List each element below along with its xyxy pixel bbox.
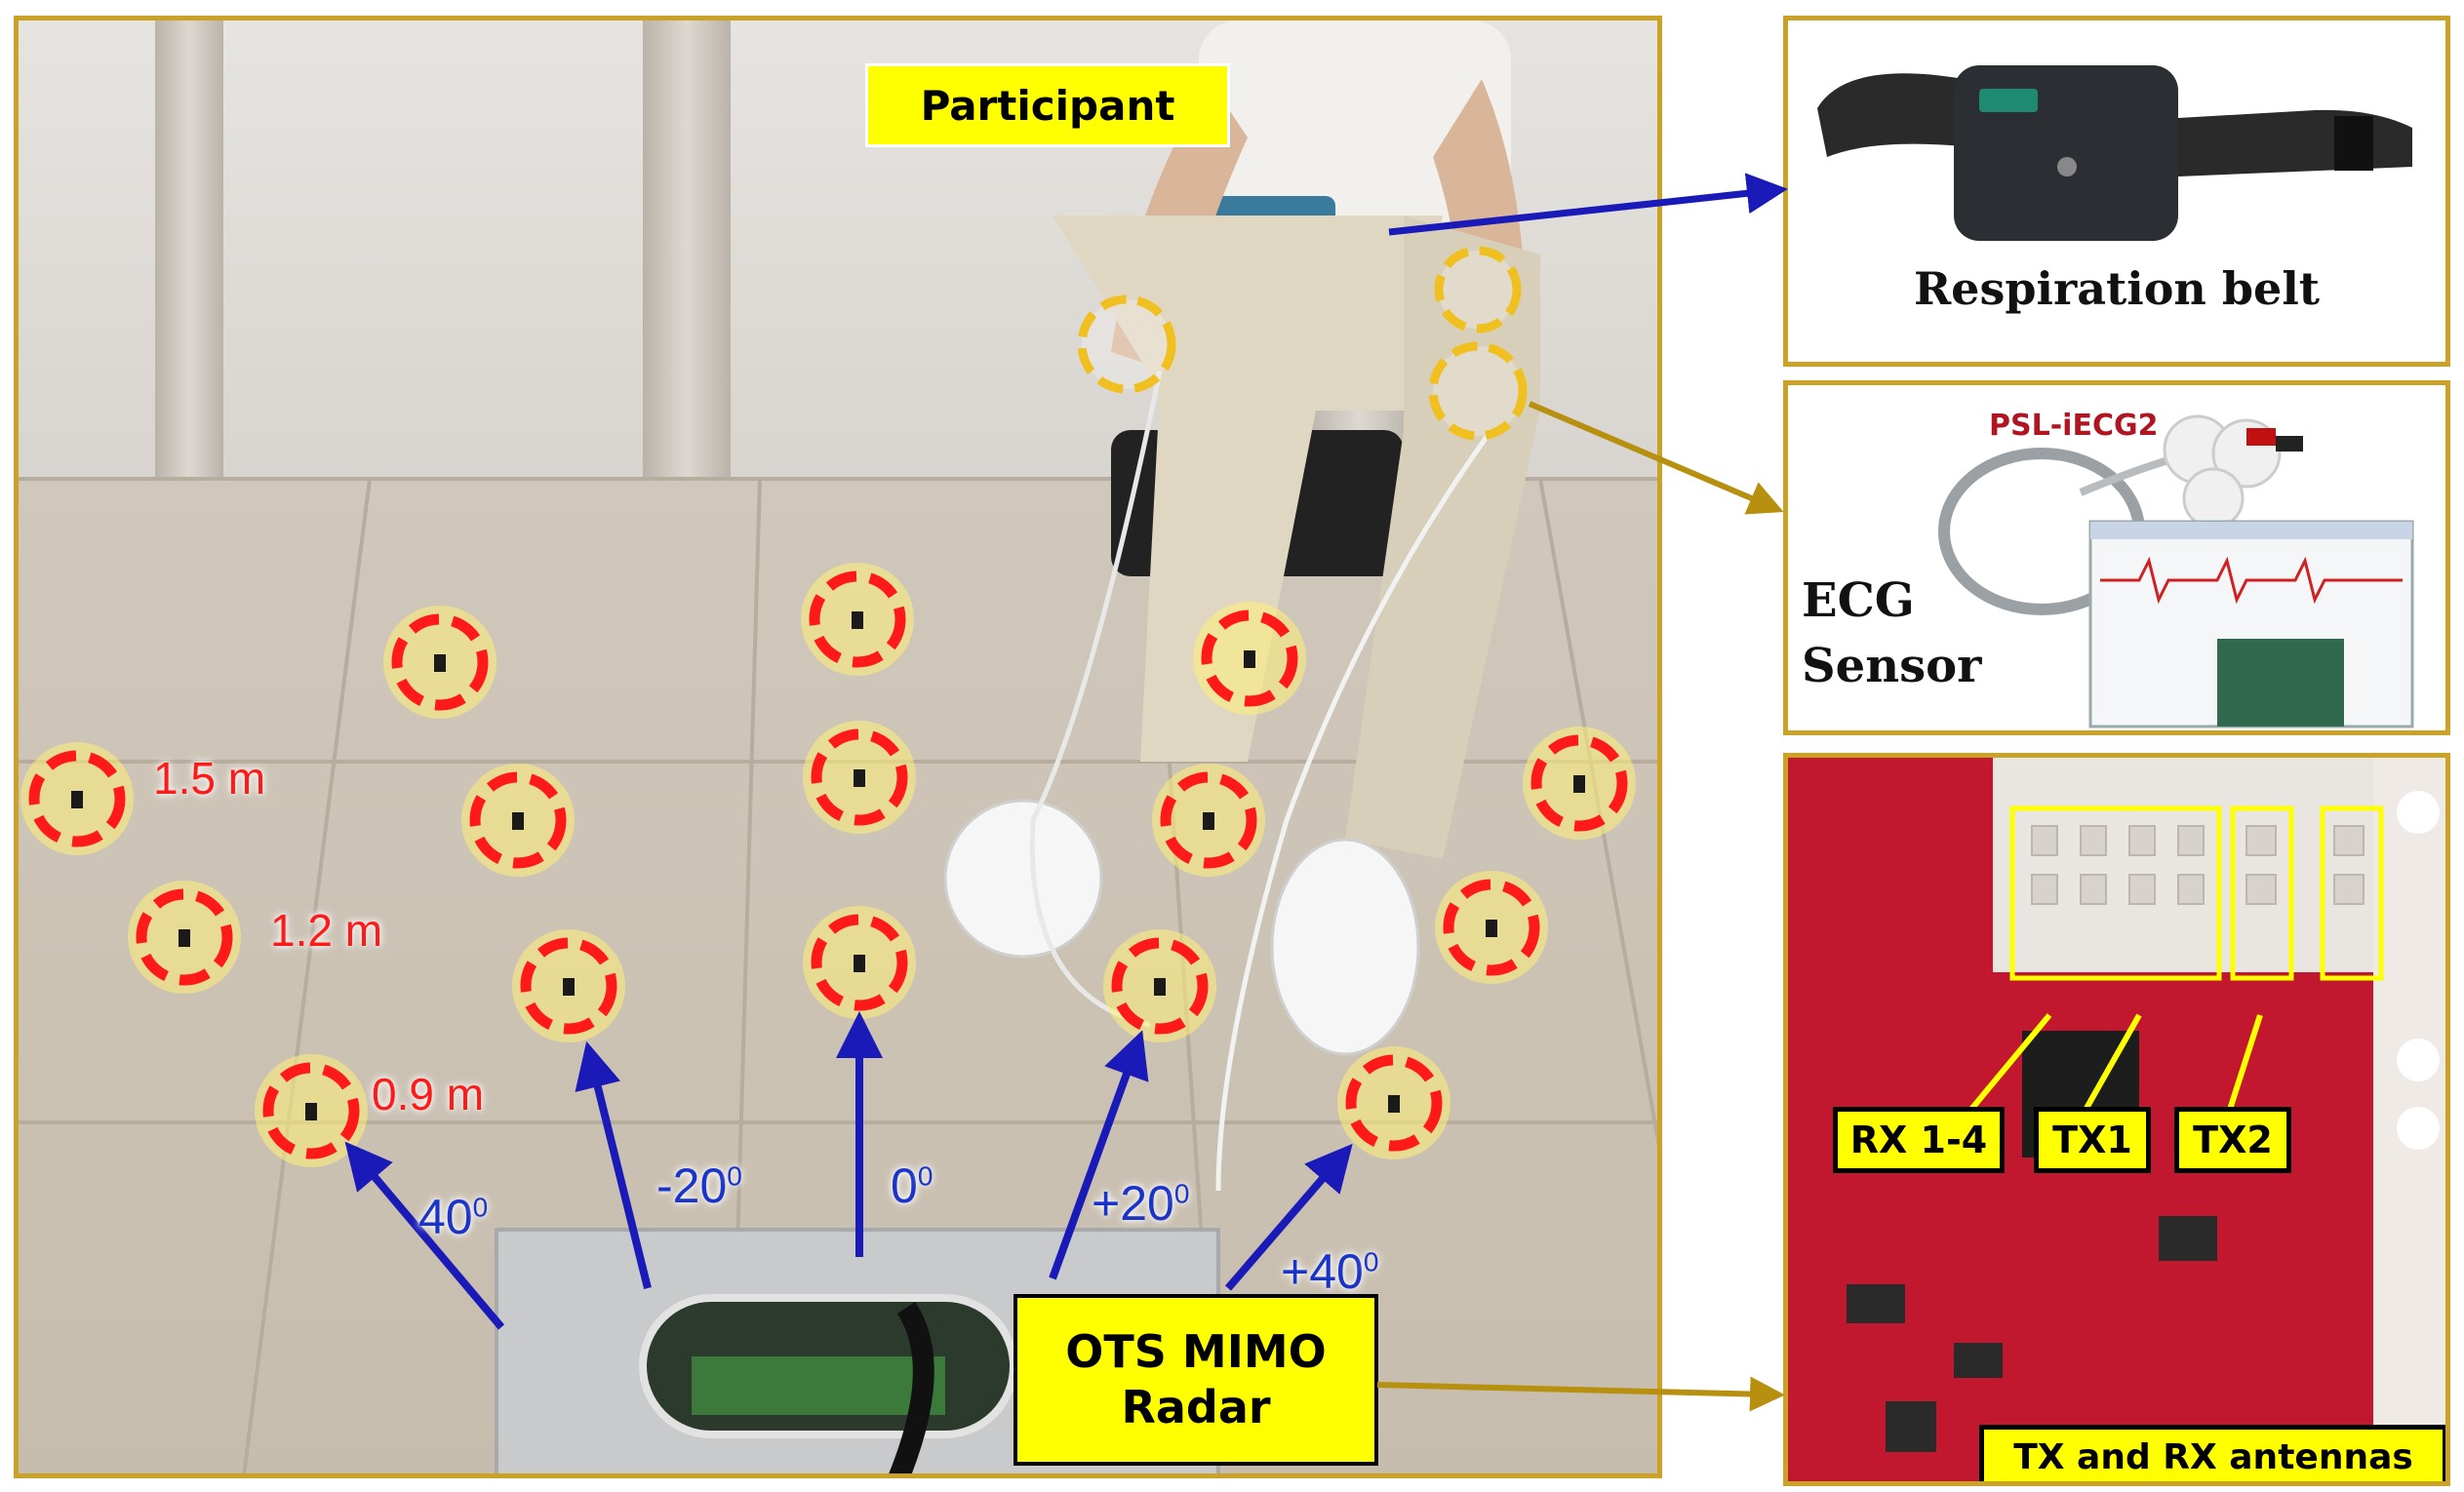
ecg-title-line1: ECG — [1802, 573, 1915, 628]
target-marker — [469, 771, 567, 869]
experiment-photo-panel: 1.5 m 1.2 m 0.9 m 400 -200 00 +200 +400 … — [14, 16, 1662, 1478]
participant-trousers-right — [1345, 216, 1540, 859]
target-marker-0-9m-left — [262, 1062, 360, 1159]
electrode-marker — [1428, 341, 1528, 441]
distance-label-1-5m: 1.5 m — [153, 753, 266, 804]
radar-board-panel: RX 1-4 TX1 TX2 TX and RX antennas — [1783, 753, 2450, 1486]
radar-label-line2: Radar — [1121, 1381, 1271, 1433]
participant-label: Participant — [865, 63, 1230, 147]
ecg-model-label: PSL-iECG2 — [1989, 409, 2159, 443]
background-pillar — [643, 20, 731, 479]
ecg-title-line2: Sensor — [1802, 639, 1982, 694]
angle-label-plus-40: +400 — [1281, 1244, 1379, 1299]
target-marker — [391, 613, 489, 711]
distance-label-0-9m: 0.9 m — [372, 1069, 485, 1119]
tx2-antenna-label: TX2 — [2174, 1107, 2291, 1173]
ecg-sensor-image — [1938, 414, 2414, 728]
target-marker — [1530, 734, 1628, 832]
arrow-minus-20 — [575, 1040, 652, 1289]
scene-drawing — [19, 20, 1657, 1473]
arrow-plus-20 — [1049, 1030, 1149, 1280]
rx-antenna-label: RX 1-4 — [1833, 1107, 2005, 1173]
respiration-belt-image — [1817, 65, 2412, 241]
target-marker — [520, 937, 617, 1035]
target-marker — [1345, 1054, 1443, 1152]
target-marker-1-2m-left — [136, 888, 233, 986]
arrow-minus-40 — [344, 1141, 505, 1330]
target-marker — [811, 728, 908, 826]
ecg-sensor-panel: PSL-iECG2 ECG Sensor — [1783, 380, 2450, 735]
respiration-belt-title: Respiration belt — [1913, 262, 2321, 315]
target-marker — [1160, 771, 1257, 869]
target-marker — [1111, 937, 1209, 1035]
participant-trousers-left — [1053, 216, 1443, 762]
target-marker — [811, 914, 908, 1011]
respiration-belt-panel: Respiration belt — [1783, 16, 2450, 367]
angle-label-minus-20: -200 — [656, 1158, 742, 1213]
angle-label-0: 00 — [891, 1158, 934, 1213]
right-shoe — [1270, 838, 1420, 1056]
tx1-antenna-label: TX1 — [2034, 1107, 2151, 1173]
target-marker — [1201, 609, 1298, 707]
electrode-marker — [1077, 294, 1176, 394]
background-pillar — [155, 20, 223, 479]
ecg-sensor-title: ECG Sensor — [1802, 569, 1981, 699]
angle-arrows — [344, 1011, 1353, 1330]
antennas-label: TX and RX antennas — [1979, 1425, 2445, 1481]
target-marker-1-5m-left — [28, 750, 126, 847]
target-marker — [1443, 879, 1540, 976]
angle-label-minus-40: 400 — [418, 1190, 489, 1244]
angle-label-plus-20: +200 — [1092, 1176, 1190, 1231]
target-markers — [20, 563, 1636, 1167]
electrode-marker — [1434, 246, 1522, 334]
antenna-highlight-boxes — [2009, 805, 2384, 981]
target-marker — [809, 570, 906, 668]
arrow-plus-40 — [1224, 1143, 1353, 1291]
distance-label-1-2m: 1.2 m — [270, 905, 383, 956]
radar-label-line1: OTS MIMO — [1065, 1324, 1327, 1378]
left-shoe — [943, 799, 1103, 959]
